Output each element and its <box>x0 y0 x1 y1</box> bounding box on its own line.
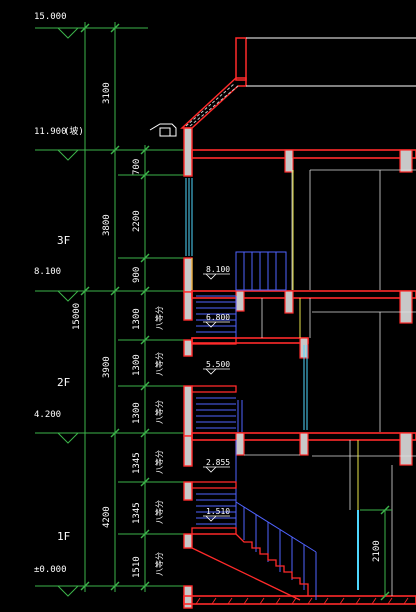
elevation-label-ground: ±0.000 <box>34 565 67 575</box>
exterior-wall <box>183 127 193 609</box>
floor-label-3f: 3F <box>57 234 70 247</box>
windows <box>185 178 359 590</box>
stair-note: 八等分 <box>154 400 164 424</box>
floor-slabs <box>183 149 416 605</box>
interior-lines <box>244 158 416 596</box>
door-lines <box>191 170 359 510</box>
floor-label-2f: 2F <box>57 376 70 389</box>
elevation-note-slope: (坡) <box>64 125 84 137</box>
door-dim-2100: 2100 <box>372 540 382 562</box>
dim-storey-3900: 3900 <box>102 356 112 378</box>
dim-storey-3800: 3800 <box>102 214 112 236</box>
dim-detail-1300-b: 1300 <box>132 354 142 376</box>
landing-label-8100: 8.100 <box>206 265 230 274</box>
elevation-markers <box>57 27 79 597</box>
dim-storey-4200: 4200 <box>102 506 112 528</box>
elevation-label-3f: 8.100 <box>34 267 61 277</box>
stair-notes: 八等分 八等分 八等分 八等分 八等分 八等分 <box>154 306 164 576</box>
landing-label-2855: 2.855 <box>206 458 230 467</box>
floor-labels: 3F 2F 1F <box>57 234 70 543</box>
elevation-label-top: 15.000 <box>34 12 67 22</box>
stair-note: 八等分 <box>154 450 164 474</box>
dim-detail-2200: 2200 <box>132 210 142 232</box>
stair-note: 八等分 <box>154 352 164 376</box>
landing-label-6800: 6.800 <box>206 313 230 322</box>
dim-detail-1345-b: 1345 <box>132 502 142 524</box>
dimension-ticks <box>80 23 150 591</box>
landing-markers <box>203 273 230 522</box>
dim-total-15000: 15000 <box>72 303 82 330</box>
roof <box>149 37 416 137</box>
landing-label-1510: 1.510 <box>206 507 230 516</box>
stair-note: 八等分 <box>154 500 164 524</box>
dim-detail-700: 700 <box>132 159 142 175</box>
ground-hatch <box>195 597 409 605</box>
elevation-labels: 15.000 11.900 (坡) 8.100 4.200 ±0.000 <box>34 12 84 575</box>
stair-note: 八等分 <box>154 552 164 576</box>
dim-detail-1345-a: 1345 <box>132 452 142 474</box>
landing-label-5500: 5.500 <box>206 360 230 369</box>
dimension-lines <box>35 22 188 592</box>
elevation-label-eave: 11.900 <box>34 127 67 137</box>
dim-storey-3100: 3100 <box>102 82 112 104</box>
ground-stair-flight <box>191 533 309 601</box>
dim-detail-1300-c: 1300 <box>132 402 142 424</box>
dim-detail-1510: 1510 <box>132 556 142 578</box>
beams <box>235 149 413 466</box>
dim-detail-1300-a: 1300 <box>132 308 142 330</box>
landing-labels: 8.100 6.800 5.500 2.855 1.510 <box>206 265 230 516</box>
dim-detail-900: 900 <box>132 267 142 283</box>
elevation-label-2f: 4.200 <box>34 410 61 420</box>
stair-note: 八等分 <box>154 306 164 330</box>
floor-label-1f: 1F <box>57 530 70 543</box>
dimension-texts: 15000 3100 3800 3900 4200 700 2200 900 1… <box>72 82 142 578</box>
landing-slabs <box>191 337 237 535</box>
door-dimension: 2100 <box>360 505 392 601</box>
